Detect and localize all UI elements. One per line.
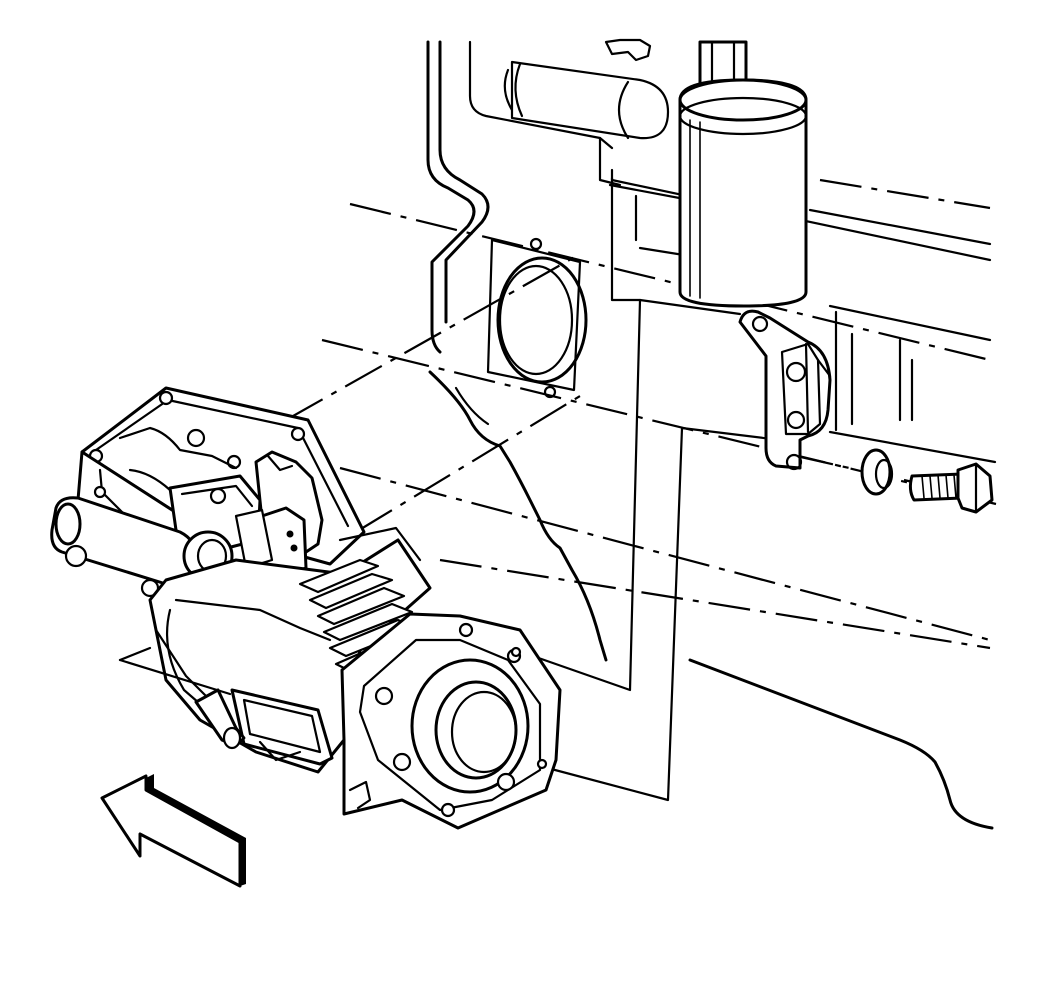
air-compressor xyxy=(50,386,562,830)
washer xyxy=(860,448,894,496)
oil-filter xyxy=(678,40,808,308)
hex-bolt xyxy=(908,462,994,514)
direction-arrow-icon xyxy=(100,774,246,888)
mounting-bracket xyxy=(738,309,832,471)
engine-block xyxy=(426,38,997,830)
